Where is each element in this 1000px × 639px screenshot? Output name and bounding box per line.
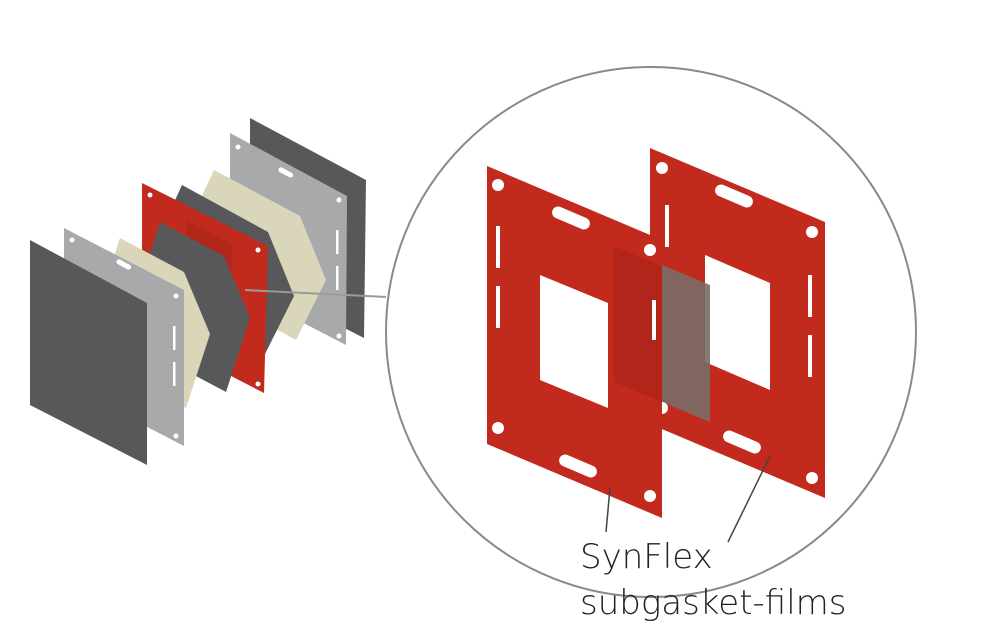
rear-subgasket-film bbox=[650, 148, 825, 498]
callout-label-line2: subgasket-films bbox=[580, 583, 847, 623]
magnifier-connector bbox=[244, 289, 387, 298]
front-subgasket-film bbox=[487, 166, 662, 518]
callout-label-line1: SynFlex bbox=[580, 537, 713, 577]
front-end-plate bbox=[30, 240, 147, 465]
exploded-stack bbox=[30, 118, 366, 465]
leader-line-front-film bbox=[605, 487, 611, 533]
magnified-subgaskets bbox=[487, 148, 825, 518]
leader-line-rear-film bbox=[727, 455, 771, 543]
